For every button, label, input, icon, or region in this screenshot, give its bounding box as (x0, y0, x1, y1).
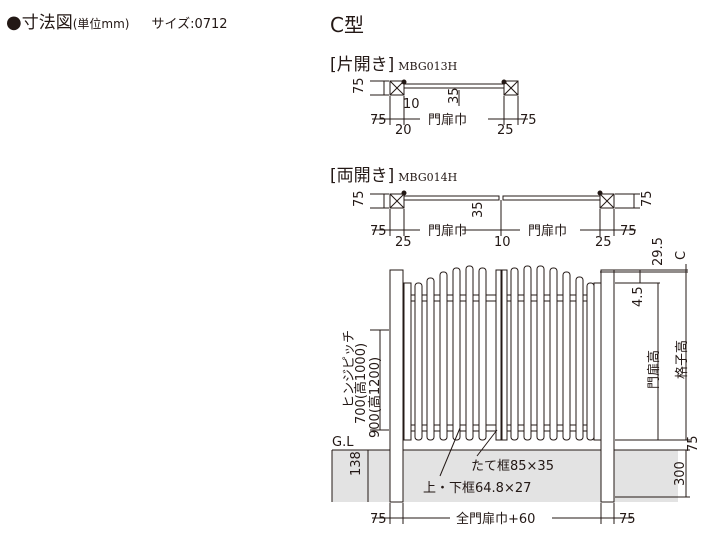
double-plan (370, 190, 640, 236)
elev-dim-75: 75 (686, 435, 701, 452)
double-section-heading: [両開き]MBG014H (330, 161, 457, 186)
header-unit: (単位mm) (72, 17, 130, 31)
double-model: MBG014H (398, 171, 458, 184)
double-dim-25-left: 25 (395, 235, 412, 250)
elev-dim-bottom-75-left: 75 (370, 512, 387, 527)
single-dim-bottom-75-right: 75 (520, 113, 537, 128)
double-right-post (599, 193, 615, 209)
size-label: サイズ:0712 (151, 17, 228, 32)
single-title: [片開き] (330, 55, 395, 75)
double-dim-gate-width-left: 門扉巾 (428, 223, 467, 239)
left-post (389, 269, 404, 503)
double-dim-35: 35 (471, 201, 486, 218)
elev-hinge-900: 900(高1200) (367, 357, 383, 438)
left-stile (403, 282, 412, 441)
single-hinge-right (501, 79, 507, 85)
elev-lattice-height: 格子高 (674, 340, 690, 379)
single-dim-20: 20 (395, 123, 412, 138)
elev-dim-29-5: 29.5 (651, 237, 666, 266)
elev-vertical-frame: たて框85×35 (471, 459, 554, 474)
center-stile-right (501, 269, 508, 441)
elev-gl: G.L (332, 435, 354, 450)
double-left-leaf (403, 195, 500, 201)
single-dim-left-75: 75 (352, 77, 367, 94)
single-section-heading: [片開き]MBG013H (330, 50, 457, 75)
elev-hinge-pitch: ヒンジピッチ (342, 330, 357, 408)
header-title: 寸法図 (21, 13, 73, 33)
elev-dim-300: 300 (673, 461, 688, 486)
right-stile (593, 282, 602, 441)
center-stile-left (495, 269, 502, 441)
single-leaf (403, 83, 505, 89)
single-model: MBG013H (398, 60, 458, 73)
double-dim-bottom-75-right: 75 (620, 224, 637, 239)
double-dim-gate-width-right: 門扉巾 (528, 223, 567, 239)
double-title: [両開き] (330, 166, 395, 186)
double-dim-10: 10 (494, 235, 511, 250)
single-dim-10: 10 (403, 97, 420, 112)
elev-dim-bottom-75-right: 75 (619, 512, 636, 527)
double-dim-left-75: 75 (352, 190, 367, 207)
single-plan (370, 79, 528, 125)
double-dim-bottom-75-left: 75 (370, 224, 387, 239)
elev-top-bottom-frame: 上・下框64.8×27 (423, 481, 531, 496)
double-right-leaf (502, 195, 601, 201)
elev-dim-C: C (674, 251, 689, 260)
single-dim-35: 35 (447, 87, 462, 104)
elev-dim-4-5: 4.5 (631, 286, 646, 307)
double-hinge-left (401, 190, 407, 196)
elev-gate-height: 門扉高 (646, 350, 662, 389)
elev-dim-138: 138 (349, 451, 364, 476)
double-dim-right-75: 75 (640, 190, 655, 207)
double-dim-25-right: 25 (595, 235, 612, 250)
page-header: ●寸法図(単位mm) サイズ:0712 (6, 8, 228, 33)
double-left-post (389, 193, 405, 209)
single-dim-25: 25 (497, 123, 514, 138)
single-hinge-left (401, 79, 407, 85)
elevation (331, 264, 690, 524)
elev-hinge-700: 700(高1000) (353, 343, 369, 424)
type-title: C型 (330, 13, 364, 37)
single-dim-gate-width: 門扉巾 (428, 112, 467, 128)
right-post (600, 269, 615, 503)
bullet-icon: ● (6, 12, 22, 33)
elev-overall-width: 全門扉巾+60 (456, 511, 535, 527)
single-dim-bottom-75-left: 75 (370, 113, 387, 128)
double-hinge-right (597, 190, 603, 196)
